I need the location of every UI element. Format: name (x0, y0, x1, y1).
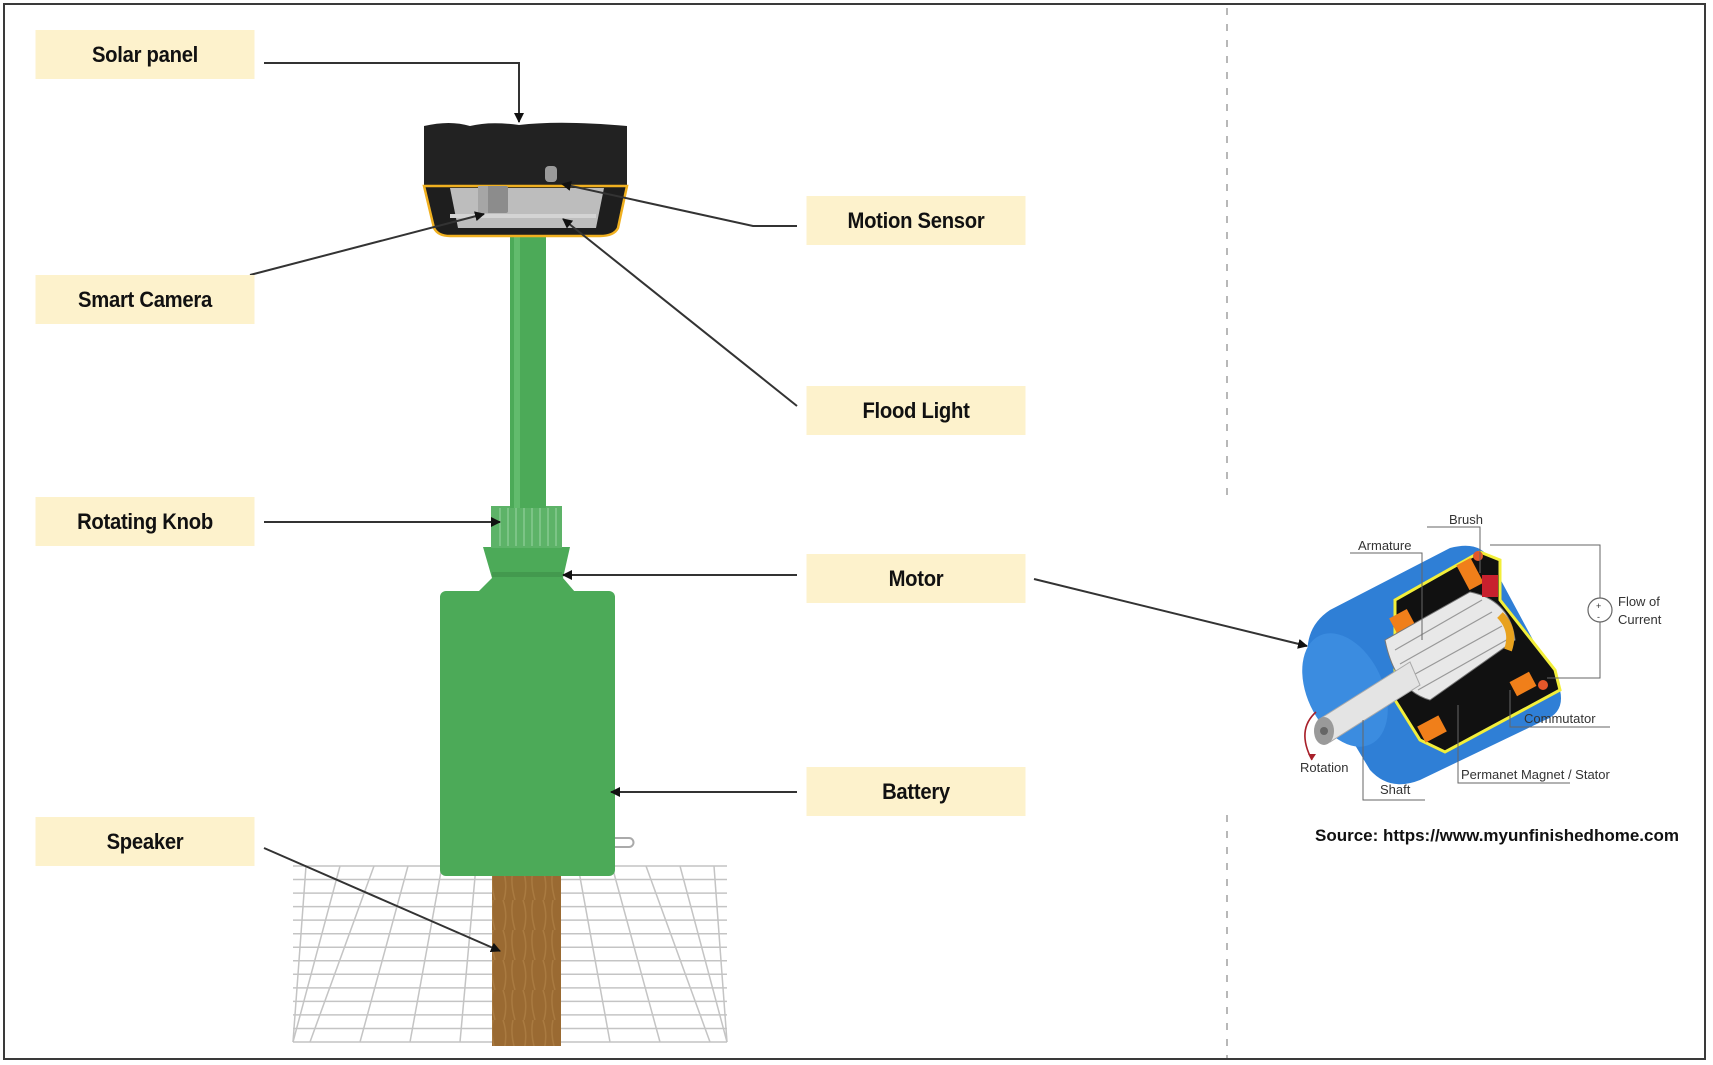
label-flood-light-text: Flood Light (862, 397, 970, 423)
leader-flood-light (562, 218, 798, 407)
grid-line-v (577, 865, 611, 1043)
motor-label-armature: Armature (1358, 538, 1411, 553)
grid-line-v (645, 865, 711, 1043)
label-battery: Battery (806, 767, 1026, 816)
grid-line-v (713, 865, 728, 1043)
diagram-frame (3, 3, 1706, 1060)
label-rotating-knob: Rotating Knob (35, 497, 255, 546)
dc-motor-illustration: + - Brush Armature Flow of Current Commu… (1300, 512, 1662, 801)
motor-label-rotation: Rotation (1300, 760, 1348, 775)
head-unit (422, 122, 629, 238)
label-smart-camera-text: Smart Camera (78, 286, 212, 312)
grid-line-v (359, 865, 409, 1043)
leader-motion-sensor (561, 181, 797, 227)
label-speaker-text: Speaker (106, 828, 184, 854)
motor-label-commutator: Commutator (1524, 711, 1596, 726)
label-speaker: Speaker (35, 817, 255, 866)
svg-text:+: + (1596, 601, 1601, 611)
label-battery-text: Battery (882, 778, 950, 804)
grid-line-v (309, 865, 375, 1043)
grid-line-v (292, 865, 307, 1043)
wooden-post (492, 874, 561, 1046)
motor-label-current: Current (1618, 612, 1662, 627)
motor-label-flow-of: Flow of (1618, 594, 1660, 609)
label-smart-camera: Smart Camera (35, 275, 255, 324)
label-motion-sensor: Motion Sensor (806, 196, 1026, 245)
battery-tab (615, 837, 635, 848)
leader-solar-panel (264, 62, 524, 123)
label-flood-light: Flood Light (806, 386, 1026, 435)
motion-sensor-body (545, 166, 557, 182)
label-motor: Motor (806, 554, 1026, 603)
grid-line-v (459, 865, 477, 1043)
svg-text:-: - (1597, 612, 1600, 622)
grid-line-v (679, 865, 728, 1043)
solar-panel-surface (424, 122, 627, 186)
motor-label-stator: Permanet Magnet / Stator (1461, 767, 1611, 782)
label-motor-text: Motor (888, 565, 944, 591)
motor-collar-band (492, 572, 562, 577)
leader-speaker (263, 847, 501, 952)
flood-light-panel (450, 188, 604, 228)
battery-housing (440, 591, 615, 876)
grid-line-v (292, 865, 341, 1043)
leader-motor-diagram (1033, 578, 1308, 649)
label-solar-panel-text: Solar panel (91, 41, 199, 67)
leader-smart-camera (249, 211, 485, 276)
source-citation: Source: https://www.myunfinishedhome.com (1315, 826, 1679, 845)
grid-line-v (611, 865, 661, 1043)
rotating-knob (491, 506, 562, 548)
motor-label-brush: Brush (1449, 512, 1483, 527)
motor-label-shaft: Shaft (1380, 782, 1411, 797)
label-motion-sensor-text: Motion Sensor (847, 207, 985, 233)
label-rotating-knob-text: Rotating Knob (77, 508, 213, 534)
label-solar-panel: Solar panel (35, 30, 255, 79)
pole-highlight (514, 232, 520, 508)
grid-line-v (409, 865, 443, 1043)
motor-collar (478, 547, 575, 592)
